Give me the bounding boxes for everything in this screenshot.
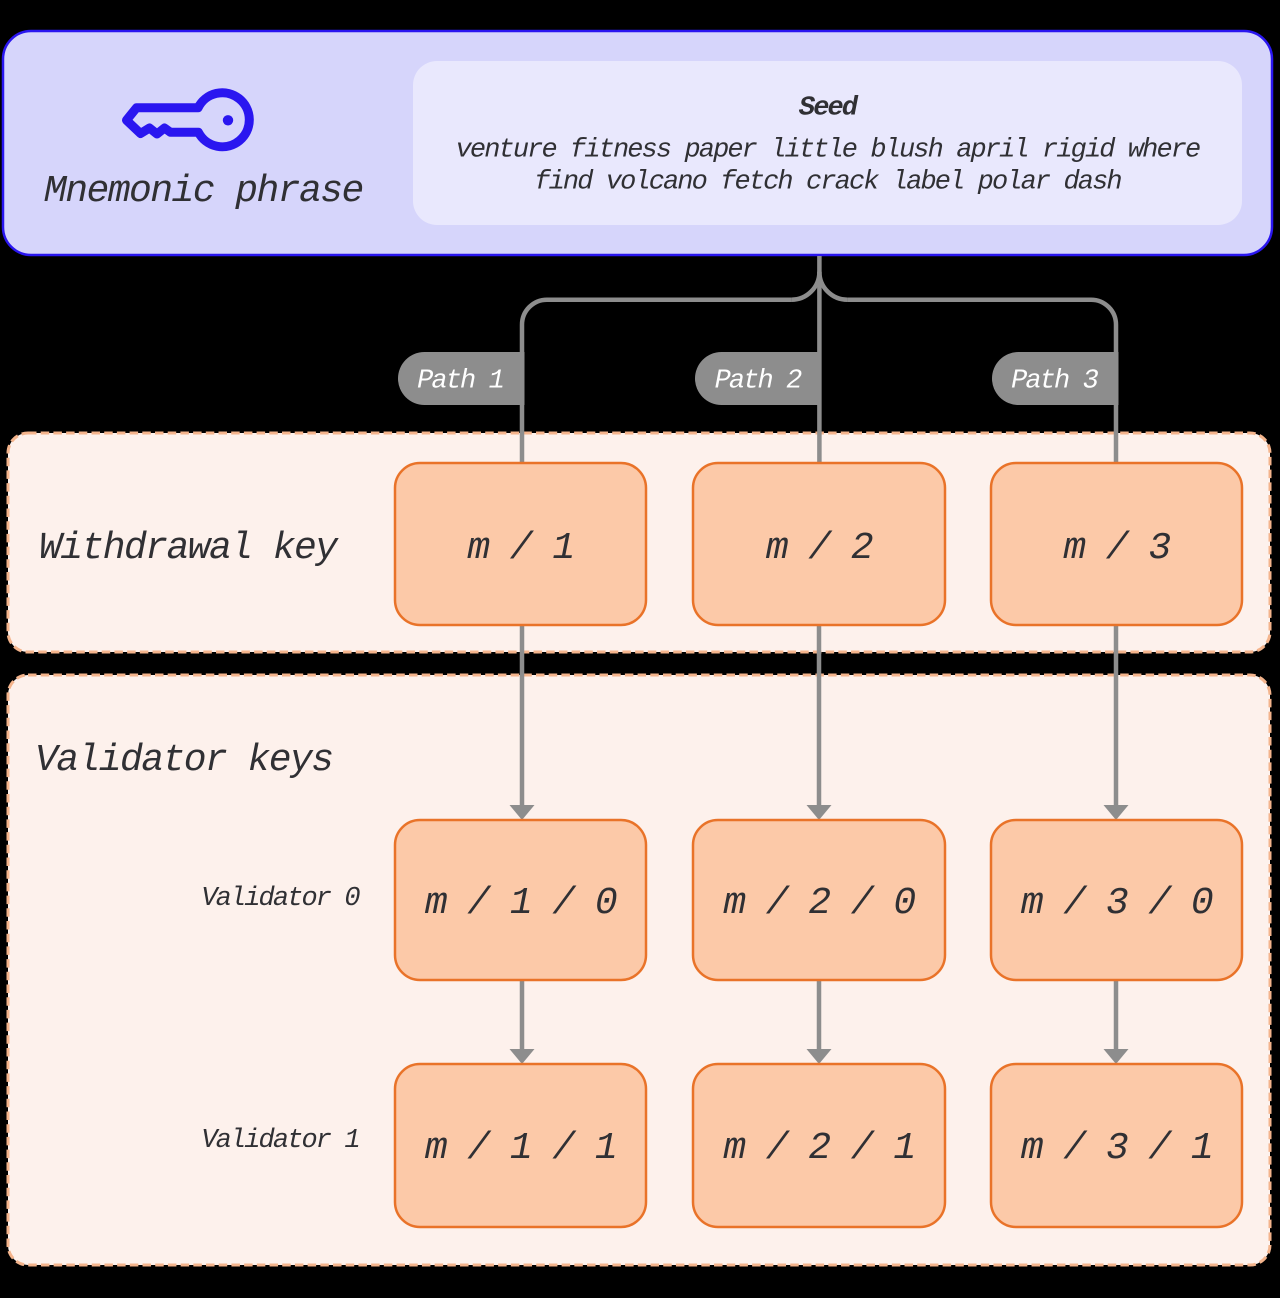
svg-text:m / 3 / 0: m / 3 / 0 xyxy=(1021,882,1213,925)
svg-text:m / 1 / 0: m / 1 / 0 xyxy=(425,882,617,925)
svg-text:m / 1 / 1: m / 1 / 1 xyxy=(425,1127,616,1170)
svg-text:Validator 0: Validator 0 xyxy=(201,884,360,914)
svg-text:Path 3: Path 3 xyxy=(1011,367,1099,397)
svg-text:m / 3 / 1: m / 3 / 1 xyxy=(1021,1127,1212,1170)
svg-text:Validator 1: Validator 1 xyxy=(201,1126,358,1156)
svg-text:Mnemonic phrase: Mnemonic phrase xyxy=(44,170,363,213)
svg-text:m / 2 / 0: m / 2 / 0 xyxy=(723,882,915,925)
svg-text:Validator keys: Validator keys xyxy=(35,739,333,782)
svg-text:venture fitness paper little b: venture fitness paper little blush april… xyxy=(456,135,1200,165)
svg-text:Withdrawal key: Withdrawal key xyxy=(39,527,339,570)
svg-text:m / 1: m / 1 xyxy=(467,527,573,570)
svg-text:Seed: Seed xyxy=(799,94,859,124)
svg-text:m / 2 / 1: m / 2 / 1 xyxy=(723,1127,914,1170)
svg-text:m / 2: m / 2 xyxy=(766,527,873,570)
svg-text:find volcano fetch crack label: find volcano fetch crack label polar das… xyxy=(534,168,1121,198)
svg-text:Path 1: Path 1 xyxy=(417,367,503,397)
svg-text:Path 2: Path 2 xyxy=(715,367,803,397)
svg-text:m / 3: m / 3 xyxy=(1063,527,1170,570)
